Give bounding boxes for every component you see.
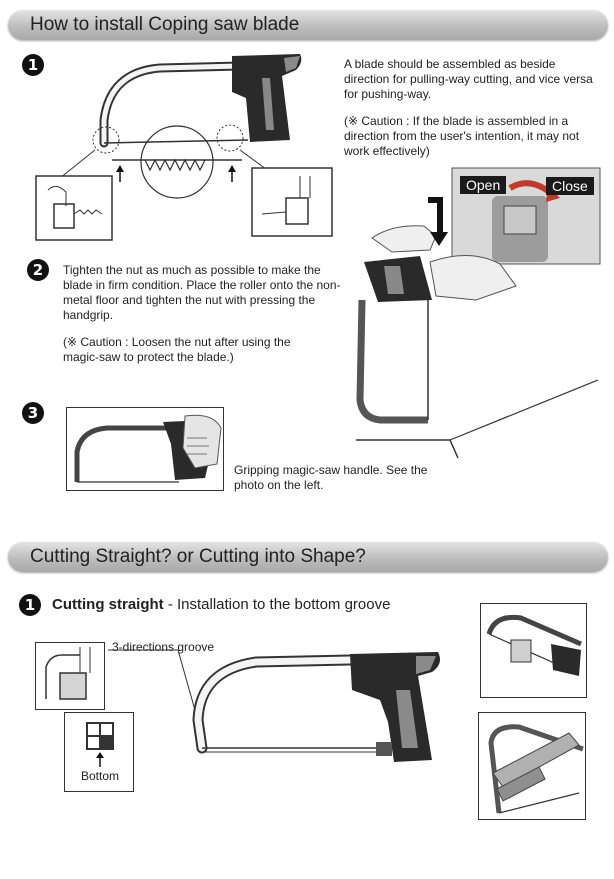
section-banner-install: How to install Coping saw blade — [8, 10, 608, 40]
step1-text: A blade should be assembled as beside di… — [344, 57, 593, 101]
photo-cutting-wood-drawing — [488, 724, 584, 814]
photo-cutting-wood — [478, 712, 586, 820]
step2-caution: (※ Caution : Loosen the nut after using … — [63, 335, 291, 364]
groove-detail-box — [35, 642, 105, 710]
bottom-groove-drawing — [86, 722, 114, 767]
bottom-label: Bottom — [81, 769, 120, 783]
cutting-straight-heading: Cutting straight - Installation to the b… — [52, 596, 472, 614]
step1-caution: (※ Caution : If the blade is assembled i… — [344, 114, 580, 158]
section-banner-cutting: Cutting Straight? or Cutting into Shape? — [8, 542, 608, 572]
step-number-3: 3 — [22, 402, 44, 424]
step2-text: Tighten the nut as much as possible to m… — [63, 263, 341, 322]
grip-photo-box — [66, 407, 224, 491]
photo-saw-top-drawing — [486, 614, 582, 676]
photo-saw-top — [480, 603, 587, 698]
step3-text: Gripping magic-saw handle. See the photo… — [234, 463, 428, 492]
nut-tightening-photo — [356, 167, 601, 459]
step-number-2: 2 — [27, 259, 49, 281]
saw-blade-install-illustration — [35, 54, 333, 241]
section-title-cutting: Cutting Straight? or Cutting into Shape? — [30, 546, 366, 567]
step-number-cutting-1: 1 — [19, 594, 41, 616]
open-label: Open — [460, 176, 507, 194]
grip-photo — [74, 414, 222, 483]
bottom-groove-box: Bottom — [64, 712, 134, 792]
groove-detail-drawing — [45, 647, 91, 700]
step-number-1: 1 — [22, 54, 44, 76]
section-title-install: How to install Coping saw blade — [30, 14, 300, 35]
cutting-straight-bold: Cutting straight — [52, 596, 164, 613]
cutting-straight-rest: - Installation to the bottom groove — [163, 596, 391, 613]
close-label: Close — [546, 177, 594, 195]
